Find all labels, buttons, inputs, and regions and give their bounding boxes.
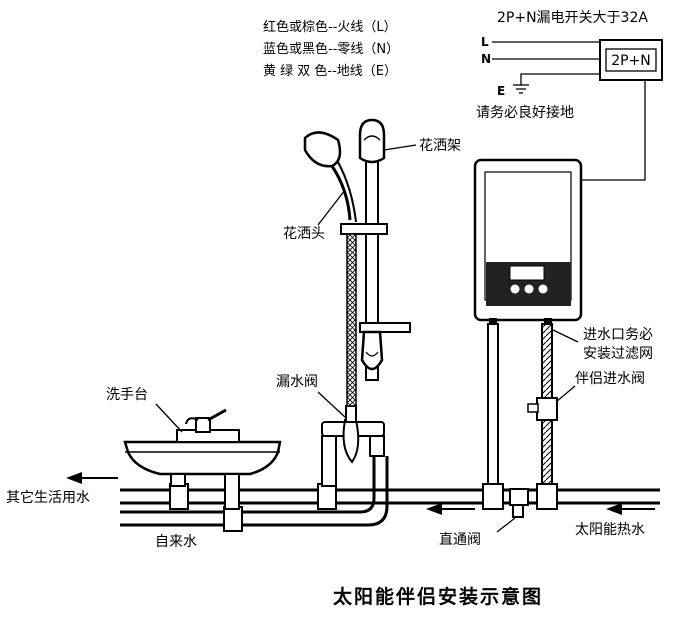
wiring-legend-neutral: 蓝色或黑色--零线（N） bbox=[263, 41, 399, 57]
inlet-filter-label-2: 安装过滤网 bbox=[583, 346, 653, 362]
straight-valve-pointer bbox=[496, 517, 516, 533]
breaker-label-frame bbox=[605, 48, 657, 72]
wash-basin-pointer bbox=[155, 403, 183, 433]
heater-outlet-pipe bbox=[487, 323, 499, 485]
basin-faucet bbox=[195, 417, 211, 433]
heater-knob-1 bbox=[510, 284, 520, 294]
ground-symbol bbox=[513, 84, 529, 94]
ground-note: 请务必良好接地 bbox=[476, 104, 574, 121]
wiring-legend-ground: 黄 绿 双 色--地线（E） bbox=[263, 63, 397, 79]
heater-knob-3 bbox=[538, 284, 548, 294]
terminal-l-label: L bbox=[481, 35, 489, 49]
power-cable bbox=[581, 80, 646, 181]
soap-holder bbox=[359, 322, 411, 333]
heater-outlet-fitting bbox=[482, 483, 504, 510]
shower-mixer bbox=[321, 405, 385, 487]
diagram-title: 太阳能伴侣安装示意图 bbox=[333, 585, 543, 608]
companion-valve-pointer bbox=[555, 385, 576, 403]
shower-rack-label: 花洒架 bbox=[419, 138, 461, 154]
tap-water-fitting bbox=[223, 506, 243, 532]
straight-valve bbox=[509, 488, 529, 518]
breaker-note: 2P+N漏电开关大于32A bbox=[497, 10, 648, 26]
arrow-heater-outflow bbox=[426, 503, 475, 515]
heater-knob-2 bbox=[524, 284, 534, 294]
mixer-handle bbox=[342, 419, 360, 464]
wash-basin bbox=[123, 408, 282, 510]
companion-inlet-valve bbox=[527, 397, 558, 421]
inlet-filter-label-1: 进水口务必 bbox=[583, 327, 653, 343]
tap-water-label: 自来水 bbox=[155, 534, 197, 550]
heater-inlet-fitting bbox=[536, 483, 558, 510]
wiring-legend-live: 红色或棕色--火线（L） bbox=[263, 19, 397, 35]
tap-water-pipe-lower bbox=[120, 456, 389, 527]
shower-hose bbox=[346, 233, 357, 407]
leak-valve-pointer bbox=[317, 391, 347, 419]
leak-valve-label: 漏水阀 bbox=[276, 374, 318, 390]
shower-head-pointer bbox=[317, 189, 346, 226]
shower-rack-pointer bbox=[383, 144, 417, 151]
terminal-e-label: E bbox=[497, 84, 505, 98]
wash-basin-label: 洗手台 bbox=[106, 387, 148, 403]
shower-rack bbox=[340, 118, 411, 381]
shower-fitting bbox=[317, 483, 337, 510]
tap-water-pipe-upper bbox=[120, 456, 376, 514]
breaker-label: 2P+N bbox=[611, 53, 651, 69]
straight-valve-label: 直通阀 bbox=[439, 531, 481, 548]
basin-fitting bbox=[169, 483, 189, 510]
water-heater bbox=[473, 158, 583, 324]
heater-display bbox=[509, 265, 545, 281]
solar-hot-water-label: 太阳能热水 bbox=[575, 522, 645, 538]
arrow-solar-inflow bbox=[606, 503, 655, 515]
shower-head-label: 花洒头 bbox=[283, 226, 325, 242]
other-water-label: 其它生活用水 bbox=[6, 489, 90, 506]
companion-inlet-valve-label: 伴侣进水阀 bbox=[575, 371, 645, 387]
arrow-left-outflow bbox=[66, 472, 118, 484]
ground-wire bbox=[520, 73, 600, 85]
shower-slider bbox=[340, 223, 388, 235]
inlet-filter-pointer bbox=[552, 329, 579, 343]
terminal-n-label: N bbox=[481, 52, 491, 66]
